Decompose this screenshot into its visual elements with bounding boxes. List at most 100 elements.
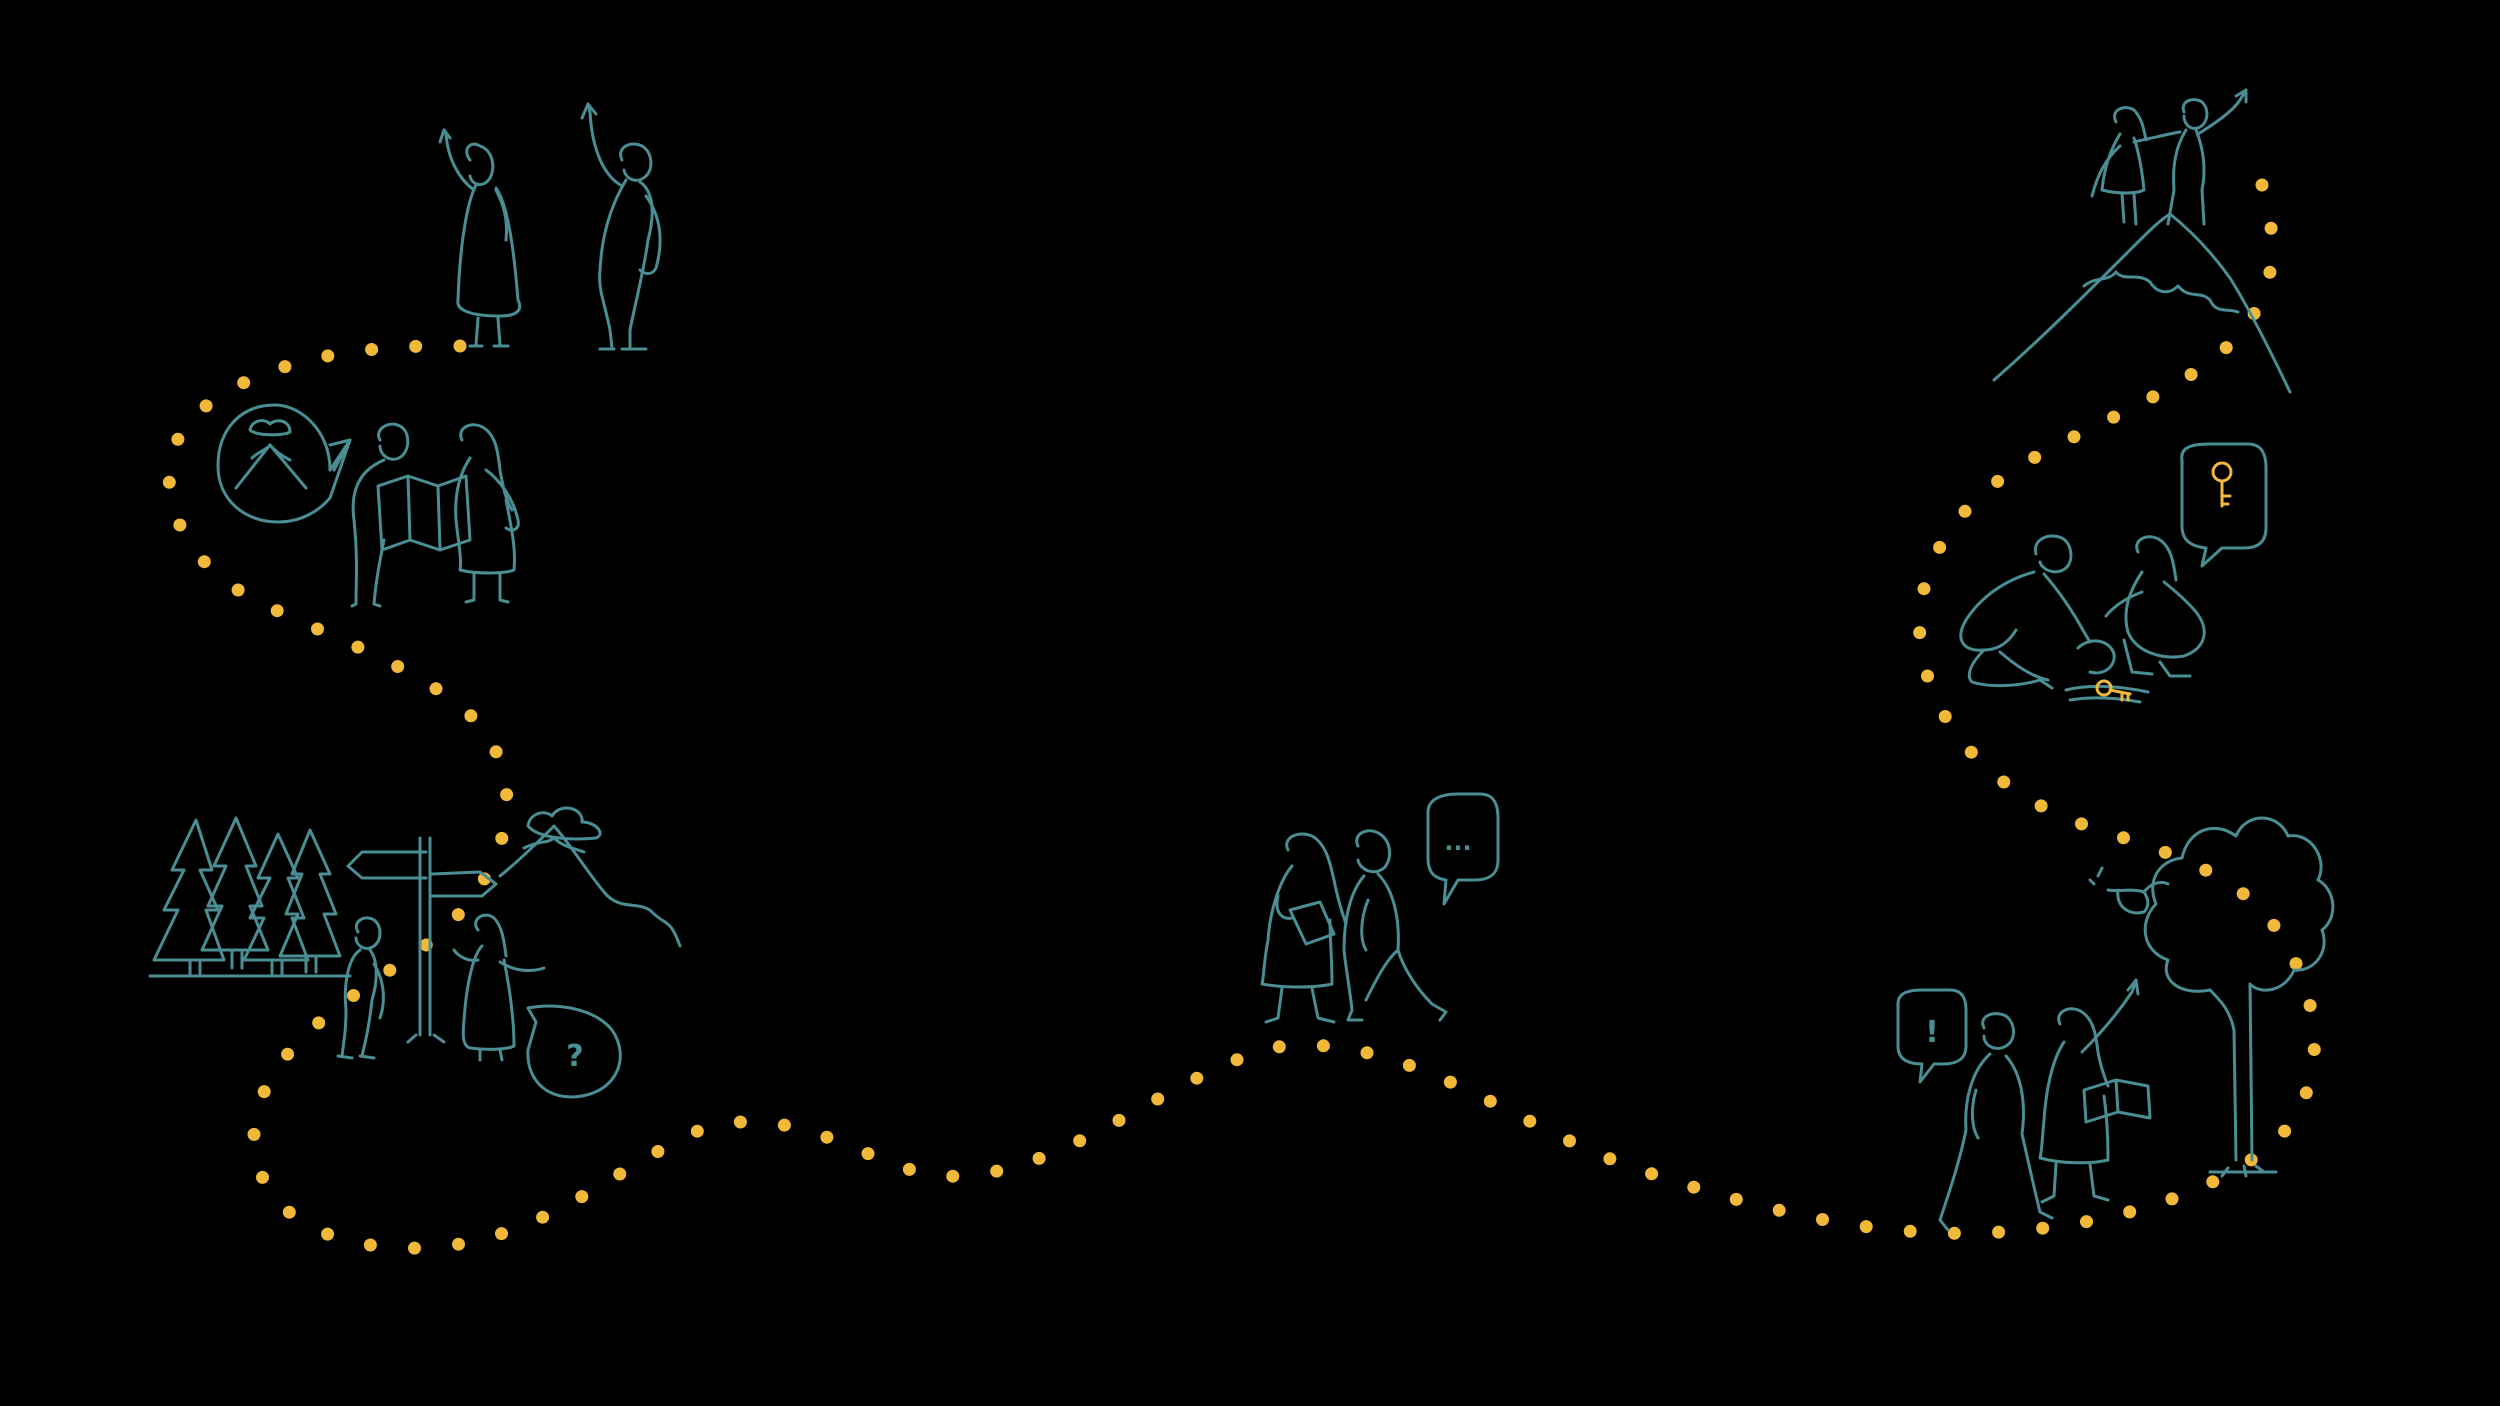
kneeling-people-icon bbox=[1959, 534, 2206, 704]
path-dot bbox=[2117, 831, 2130, 845]
path-dot bbox=[1687, 1180, 1701, 1194]
path-dot bbox=[312, 1016, 326, 1030]
path-dot bbox=[1112, 1113, 1126, 1127]
exclamation-mark: ! bbox=[1925, 1015, 1939, 1050]
path-dot bbox=[2107, 410, 2121, 424]
path-dot bbox=[197, 555, 211, 569]
path-dot bbox=[2206, 1175, 2220, 1189]
path-dot bbox=[1903, 1224, 1917, 1238]
path-dot bbox=[2236, 887, 2250, 901]
discovery-people-icon bbox=[1938, 978, 2152, 1232]
path-dot bbox=[690, 1124, 704, 1138]
journey-route bbox=[169, 185, 2314, 1248]
path-dot bbox=[1563, 1134, 1576, 1148]
path-dot bbox=[311, 622, 324, 636]
path-dot bbox=[1933, 540, 1947, 554]
path-dot bbox=[282, 1205, 296, 1219]
path-dot bbox=[408, 1241, 421, 1255]
path-dot bbox=[256, 1170, 269, 1184]
bird-icon bbox=[2088, 866, 2170, 915]
path-dot bbox=[1938, 710, 1952, 723]
path-dot bbox=[2036, 1221, 2050, 1235]
path-dot bbox=[777, 1118, 791, 1132]
summit-icon bbox=[1992, 212, 2292, 394]
path-dot bbox=[2075, 817, 2088, 831]
path-dot bbox=[1316, 1039, 1330, 1053]
path-dot bbox=[2267, 918, 2281, 932]
key-icon bbox=[2211, 461, 2233, 508]
path-dot bbox=[2028, 450, 2042, 464]
path-dot bbox=[1947, 1226, 1961, 1240]
path-dot bbox=[363, 1238, 377, 1252]
mountain-thought-bubble-icon bbox=[216, 403, 352, 524]
path-dot bbox=[1992, 1225, 2006, 1239]
question-bubble: ? bbox=[526, 1004, 622, 1099]
path-dot bbox=[2080, 1215, 2093, 1229]
crossroads-people-icon bbox=[336, 913, 546, 1062]
found-key-icon bbox=[2095, 679, 2132, 702]
path-dot bbox=[231, 583, 245, 597]
path-dot bbox=[489, 745, 503, 759]
path-dot bbox=[237, 376, 251, 390]
path-dot bbox=[1151, 1092, 1165, 1106]
path-dot bbox=[199, 399, 213, 413]
ellipsis-text: ... bbox=[1444, 828, 1471, 856]
path-dot bbox=[575, 1190, 589, 1204]
tree-icon bbox=[2143, 816, 2335, 1178]
path-dot bbox=[365, 343, 379, 356]
path-dot bbox=[281, 1047, 295, 1061]
map-reading-people-icon bbox=[350, 422, 520, 608]
path-dot bbox=[1816, 1213, 1829, 1226]
path-dot bbox=[321, 1227, 335, 1241]
path-dot bbox=[495, 831, 509, 845]
path-dot bbox=[270, 604, 284, 618]
path-dot bbox=[451, 908, 465, 922]
path-dot bbox=[1772, 1203, 1786, 1217]
path-dot bbox=[1645, 1167, 1659, 1181]
path-dot bbox=[1958, 504, 1972, 518]
path-dot bbox=[651, 1145, 665, 1158]
walking-people-icon bbox=[1260, 829, 1448, 1024]
path-dot bbox=[1991, 474, 2005, 488]
path-dot bbox=[391, 660, 405, 673]
path-dot bbox=[429, 682, 443, 696]
path-dot bbox=[2289, 957, 2303, 971]
path-dot bbox=[162, 475, 176, 489]
path-dot bbox=[902, 1162, 916, 1176]
waving-people-icon bbox=[438, 102, 662, 351]
mountain-icon bbox=[498, 806, 682, 948]
path-dot bbox=[1523, 1114, 1537, 1128]
path-dot bbox=[733, 1115, 747, 1129]
path-dot bbox=[2278, 1124, 2292, 1138]
exclamation-bubble: ! bbox=[1896, 988, 1968, 1084]
path-dot bbox=[2199, 863, 2213, 877]
path-dot bbox=[613, 1167, 627, 1181]
path-dot bbox=[1272, 1040, 1286, 1054]
path-dot bbox=[2146, 390, 2160, 404]
path-dot bbox=[2165, 1192, 2179, 1206]
path-dot bbox=[2034, 799, 2048, 813]
path-dot bbox=[1073, 1134, 1087, 1148]
path-dot bbox=[2299, 1086, 2313, 1100]
path-dot bbox=[946, 1169, 960, 1183]
path-dot bbox=[990, 1164, 1004, 1178]
path-dot bbox=[1997, 775, 2011, 789]
path-dot bbox=[278, 360, 292, 374]
path-dot bbox=[1230, 1053, 1244, 1067]
path-dot bbox=[2303, 999, 2317, 1012]
path-dot bbox=[1921, 669, 1934, 683]
path-dot bbox=[453, 339, 467, 353]
path-dot bbox=[1964, 745, 1978, 759]
path-dot bbox=[2184, 368, 2198, 381]
question-mark: ? bbox=[566, 1039, 583, 1074]
talking-bubble: ... bbox=[1426, 792, 1500, 906]
path-dot bbox=[2255, 178, 2269, 192]
key-bubble bbox=[2180, 442, 2268, 568]
path-dot bbox=[257, 1085, 271, 1099]
path-dot bbox=[500, 788, 514, 802]
path-dot bbox=[2067, 430, 2081, 444]
path-dot bbox=[409, 339, 423, 353]
path-dot bbox=[820, 1130, 834, 1144]
